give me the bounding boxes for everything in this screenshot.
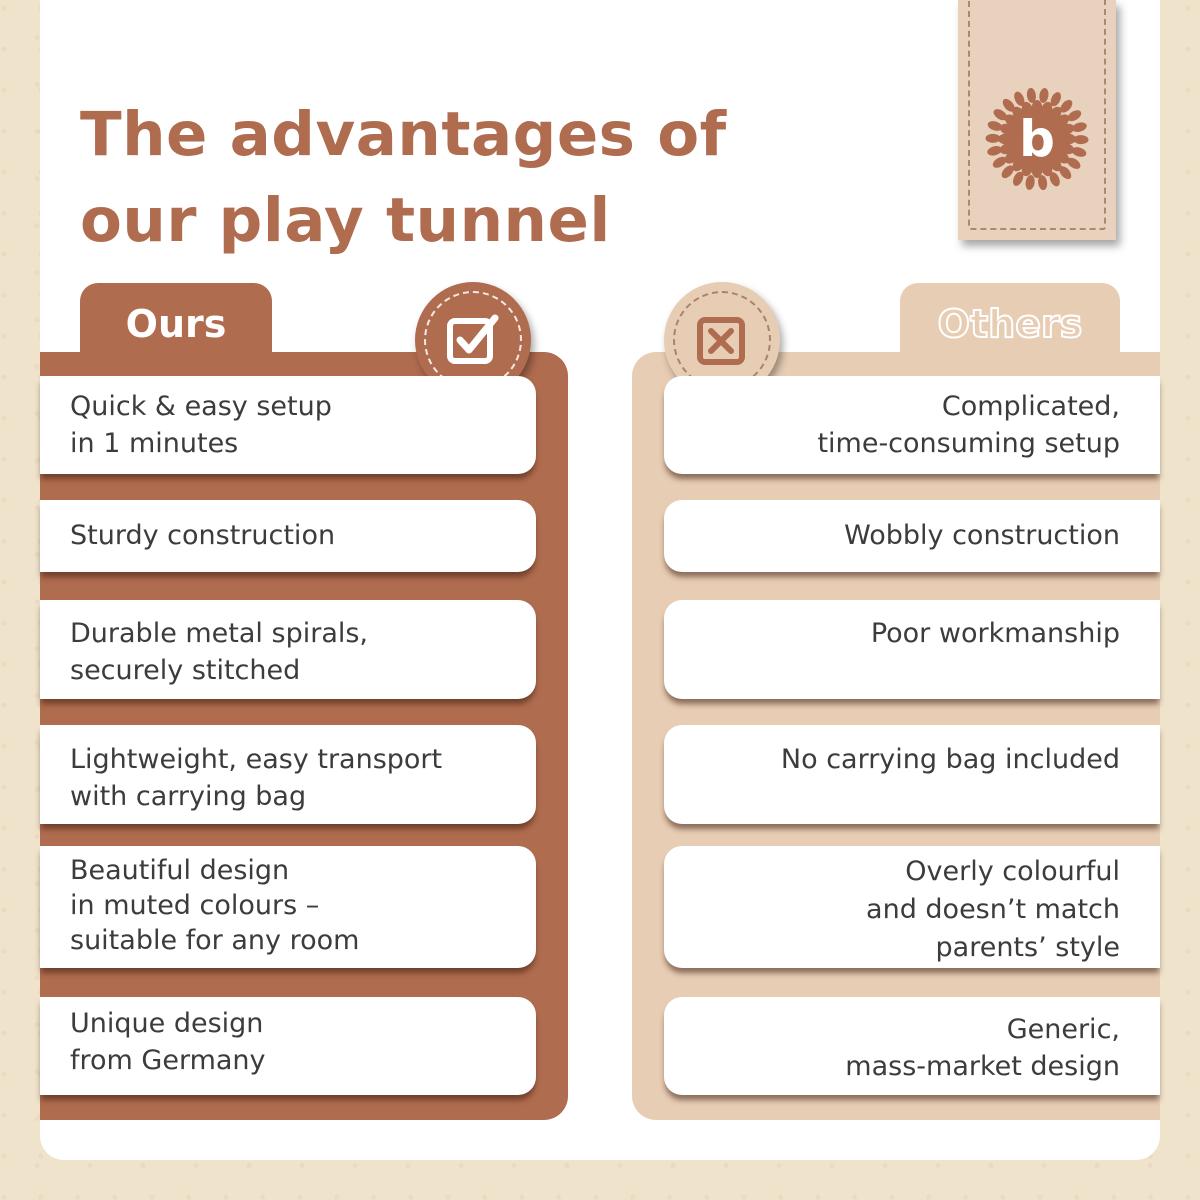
logo-petal	[1001, 165, 1014, 179]
logo-petal	[999, 142, 1018, 155]
ours-item: Beautiful design in muted colours – suit…	[40, 846, 536, 968]
logo-petal	[1038, 175, 1048, 191]
logo-petal	[1066, 157, 1081, 169]
checkbox-cross-icon	[697, 317, 745, 365]
logo-petal	[1040, 158, 1053, 177]
title-line-2: our play tunnel	[80, 185, 611, 256]
logo-petal	[1031, 160, 1043, 178]
logo-petal	[1056, 123, 1075, 136]
brand-logo-icon: b	[985, 87, 1089, 191]
item-line: Durable metal spirals,	[70, 618, 369, 649]
item-line: Beautiful design	[70, 855, 290, 886]
logo-petal	[1013, 171, 1024, 186]
logo-petal	[1067, 110, 1082, 122]
tag-stitching	[968, 0, 1106, 230]
others-item: Overly colourful and doesn’t match paren…	[664, 846, 1160, 968]
logo-letter: b	[1019, 110, 1055, 168]
logo-petal	[998, 133, 1016, 145]
logo-petal	[1072, 122, 1087, 132]
ours-item: Quick & easy setup in 1 minutes	[40, 376, 536, 474]
logo-petal	[1002, 98, 1015, 112]
item-line: and doesn’t match	[866, 894, 1120, 925]
logo-petal	[992, 156, 1007, 168]
logo-petal	[1058, 133, 1076, 145]
tab-ours: Ours	[80, 283, 272, 361]
logo-petal	[1025, 175, 1035, 190]
item-line: time-consuming setup	[817, 428, 1120, 459]
brand-tag: b	[958, 0, 1116, 240]
ours-item: Durable metal spirals, securely stitched	[40, 600, 536, 699]
logo-petal	[985, 133, 1001, 143]
others-item: Generic, mass-market design	[664, 997, 1160, 1095]
item-line: in 1 minutes	[70, 428, 239, 459]
logo-center	[1013, 115, 1061, 163]
item-line: Poor workmanship	[870, 618, 1120, 649]
item-line: No carrying bag included	[780, 744, 1120, 775]
item-line: suitable for any room	[70, 925, 360, 956]
item-line: from Germany	[70, 1045, 266, 1076]
item-line: with carrying bag	[70, 781, 307, 812]
logo-petal	[1049, 172, 1060, 187]
item-line: parents’ style	[935, 932, 1120, 963]
checkbox-check-icon	[447, 314, 499, 364]
title-line-1: The advantages of	[80, 99, 727, 170]
logo-petal	[1050, 92, 1061, 107]
logo-petal	[1060, 99, 1073, 113]
item-line: securely stitched	[70, 655, 301, 686]
logo-petal	[1014, 91, 1025, 106]
logo-petal	[993, 109, 1008, 121]
logo-petal	[987, 146, 1002, 156]
item-line: in muted colours –	[70, 890, 320, 921]
logo-petal	[987, 121, 1003, 131]
item-line: Quick & easy setup	[70, 391, 332, 422]
item-line: Unique design	[70, 1008, 264, 1039]
item-line: mass-market design	[845, 1051, 1120, 1082]
others-item: No carrying bag included	[664, 725, 1160, 824]
ours-item: Unique design from Germany	[40, 997, 536, 1095]
ours-item: Sturdy construction	[40, 500, 536, 572]
item-line: Wobbly construction	[844, 520, 1120, 551]
logo-petal	[1026, 87, 1036, 103]
logo-petal	[1073, 135, 1089, 145]
tab-others: Others	[900, 283, 1120, 361]
item-line: Generic,	[1006, 1014, 1120, 1045]
item-line: Sturdy construction	[70, 520, 336, 551]
item-line: Lightweight, easy transport	[70, 744, 443, 775]
logo-petal	[1031, 100, 1043, 118]
logo-petal	[1071, 147, 1087, 157]
logo-petal	[1059, 166, 1072, 180]
item-line: Overly colourful	[905, 856, 1120, 887]
others-item: Complicated, time-consuming setup	[664, 376, 1160, 474]
others-item: Poor workmanship	[664, 600, 1160, 699]
logo-petal	[1039, 88, 1049, 103]
page-title: The advantages of our play tunnel	[80, 92, 727, 264]
item-line: Complicated,	[941, 391, 1120, 422]
ours-item: Lightweight, easy transport with carryin…	[40, 725, 536, 824]
others-item: Wobbly construction	[664, 500, 1160, 572]
logo-petal	[1021, 101, 1034, 120]
